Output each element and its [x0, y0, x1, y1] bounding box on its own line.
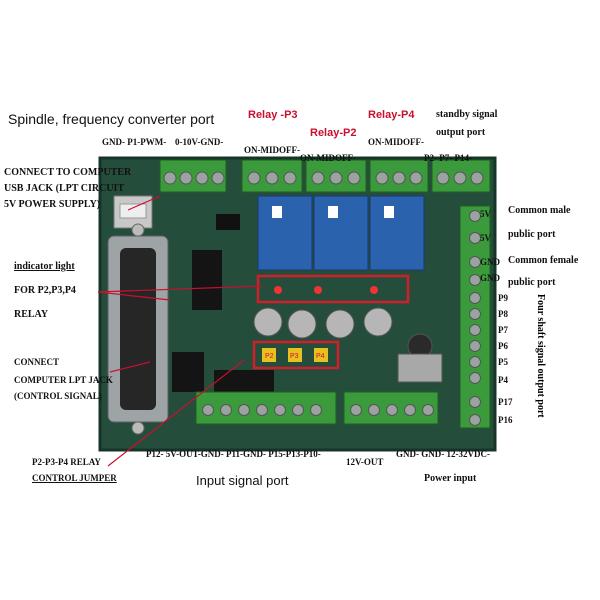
indicator-led-box	[256, 274, 410, 304]
relay-p3-pin-labels: ON-MIDOFF-	[244, 145, 300, 155]
indicator-label-line3: RELAY	[14, 309, 49, 320]
jumper-label-line2: CONTROL JUMPER	[32, 473, 117, 483]
analog-pin-labels: 0-10V-GND-	[175, 137, 224, 147]
pin-label: P9	[498, 293, 508, 303]
terminal-block-spindle	[159, 159, 227, 193]
annotation-arrows	[97, 195, 263, 467]
bottom-12v-out-label: 12V-OUT	[346, 457, 384, 467]
db25-connector	[107, 223, 169, 435]
terminal-block-relay-p2	[305, 159, 367, 193]
pin-label: P4	[498, 375, 508, 385]
four-shaft-output-label: Four shaft signal output port	[535, 294, 546, 418]
ic-chip	[172, 352, 204, 392]
voltage-regulator	[397, 353, 443, 383]
standby-label-line1: standby signal	[436, 109, 498, 120]
pin-label: P17	[498, 397, 513, 407]
relay-p4-pin-labels: ON-MIDOFF-	[368, 137, 424, 147]
terminal-block-bottom-right	[343, 391, 439, 425]
pin-5v-b: 5V	[480, 233, 491, 243]
terminal-block-relay-p4	[369, 159, 429, 193]
common-female-label-line2: public port	[508, 277, 556, 288]
diagram-title: Spindle, frequency converter port	[8, 111, 215, 127]
terminal-block-bottom-left	[195, 391, 337, 425]
pin-label: P8	[498, 309, 508, 319]
pin-label: P16	[498, 415, 513, 425]
spindle-pin-labels: GND- P1-PWM-	[102, 137, 167, 147]
relay-p3-label: Relay -P3	[248, 109, 298, 121]
common-male-label-line1: Common male	[508, 205, 571, 216]
usb-connect-label-line3: 5V POWER SUPPLY)	[4, 199, 101, 210]
power-input-label: Power input	[424, 473, 477, 484]
terminal-block-standby	[431, 159, 491, 193]
terminal-column-right	[459, 205, 491, 429]
indicator-label-line2: FOR P2,P3,P4	[14, 285, 76, 296]
pin-gnd-b: GND	[480, 273, 500, 283]
common-male-label-line2: public port	[508, 229, 556, 240]
relay-p4-label: Relay-P4	[368, 109, 415, 121]
bottom-input-pin-labels: P12- 5V-OUT-GND- P11-GND- P15-P13-P10-	[146, 449, 321, 459]
jumper-box	[252, 340, 340, 370]
ic-chip	[192, 250, 222, 310]
capacitors	[253, 307, 433, 359]
board-label-p2: P2	[265, 353, 274, 360]
bottom-power-pin-labels: GND- GND- 12-32VDC-	[396, 449, 490, 459]
pin-gnd-a: GND	[480, 257, 500, 267]
terminal-block-relay-p3	[241, 159, 303, 193]
pin-label: P6	[498, 341, 508, 351]
standby-label-line2: output port	[436, 127, 486, 138]
relay-p2-pin-labels: ON-MIDOFF-	[300, 153, 356, 163]
pin-label: P7	[498, 325, 508, 335]
board-label-p3: P3	[290, 353, 299, 360]
ic-chip	[214, 370, 274, 392]
relay-modules	[257, 195, 425, 271]
relay-p2-label: Relay-P2	[310, 127, 357, 139]
usb-connect-label-line2: USB JACK (LPT CIRCUIT	[4, 183, 125, 194]
jumper-label-line1: P2-P3-P4 RELAY	[32, 457, 101, 467]
lpt-connect-label-line2: COMPUTER LPT JACK	[14, 375, 113, 385]
usb-connect-label-line1: CONNECT TO COMPUTER	[4, 167, 132, 178]
indicator-label-line1: indicator light	[14, 261, 75, 272]
common-female-label-line1: Common female	[508, 255, 579, 266]
input-signal-port-label: Input signal port	[196, 473, 289, 488]
lpt-connect-label-line3: (CONTROL SIGNAL)	[14, 391, 102, 401]
pin-5v-a: 5V	[480, 209, 491, 219]
pin-label: P5	[498, 357, 508, 367]
lpt-connect-label-line1: CONNECT	[14, 357, 60, 367]
board-label-p4: P4	[316, 353, 325, 360]
ic-chip	[216, 214, 240, 230]
standby-pin-labels: P2- P7- P14-	[424, 153, 472, 163]
